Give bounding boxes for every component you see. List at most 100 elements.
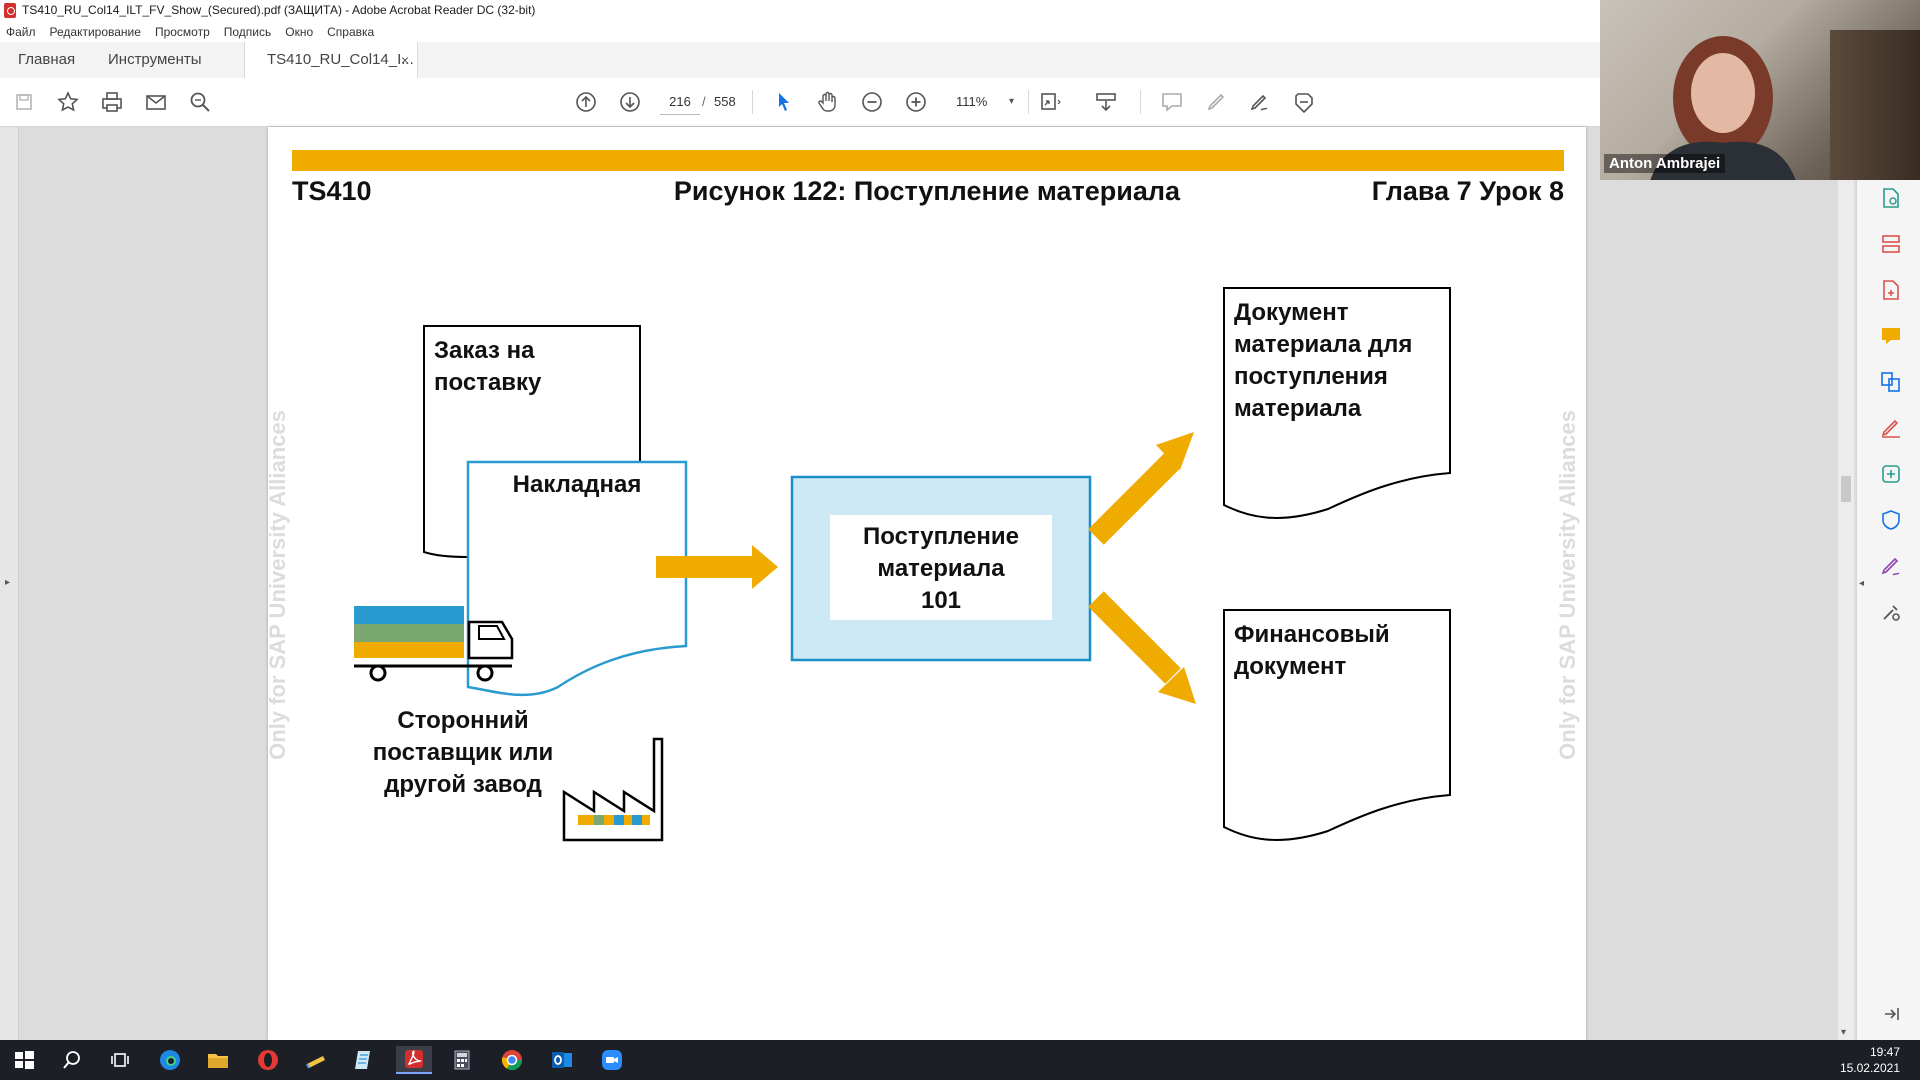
organize-pages-icon[interactable]: [1879, 232, 1903, 256]
goods-receipt-label: Поступление материала 101: [830, 521, 1052, 617]
tab-bar: Главная Инструменты TS410_RU_Col14_I... …: [0, 42, 1600, 79]
close-tab-icon[interactable]: ×: [400, 52, 409, 68]
zoom-out-icon[interactable]: [858, 88, 886, 116]
page-number-input[interactable]: 216: [660, 90, 700, 115]
comment-tool-icon[interactable]: [1879, 324, 1903, 348]
expand-panel-icon[interactable]: ▸: [5, 577, 11, 588]
acrobat-taskbar-icon[interactable]: [396, 1046, 432, 1074]
toolbar: 216 / 558 111% ▾: [0, 78, 1600, 127]
editor-app-icon[interactable]: [346, 1046, 382, 1074]
zoom-meeting-icon[interactable]: [594, 1046, 630, 1074]
print-icon[interactable]: [98, 88, 126, 116]
more-tools-icon[interactable]: [1879, 600, 1903, 624]
toolbar-divider: [1028, 90, 1029, 114]
scroll-down-icon[interactable]: ▾: [1841, 1027, 1847, 1038]
search-icon[interactable]: [186, 88, 214, 116]
material-document-label-line: материала: [1234, 395, 1362, 422]
page-total: 558: [714, 94, 736, 109]
window-title: TS410_RU_Col14_ILT_FV_Show_(Secured).pdf…: [22, 3, 536, 17]
clock-date: 15.02.2021: [1839, 1061, 1900, 1075]
clock-time: 19:47: [1869, 1045, 1900, 1059]
tab-tools[interactable]: Инструменты: [108, 51, 202, 68]
menu-view[interactable]: Просмотр: [154, 25, 210, 39]
search-taskbar-icon[interactable]: [54, 1046, 90, 1074]
sign-icon[interactable]: [1246, 88, 1274, 116]
material-document-label-line: Документ: [1234, 299, 1349, 326]
send-for-review-icon[interactable]: [1879, 462, 1903, 486]
previous-page-icon[interactable]: [572, 88, 600, 116]
goods-receipt-inner: [830, 515, 1052, 620]
protect-shield-icon[interactable]: [1879, 508, 1903, 532]
invoice-document-shape: [466, 460, 688, 697]
comment-icon[interactable]: [1158, 88, 1186, 116]
order-label-line: Заказ на: [434, 337, 535, 364]
scrollbar-thumb[interactable]: [1841, 476, 1851, 502]
arrow-down-head: [1158, 667, 1196, 704]
title-bar: TS410_RU_Col14_ILT_FV_Show_(Secured).pdf…: [0, 0, 1600, 22]
arrow-up-head: [1156, 432, 1194, 470]
financial-document-shape: [1223, 609, 1451, 841]
export-pdf-icon[interactable]: [1879, 186, 1903, 210]
menu-help[interactable]: Справка: [327, 25, 375, 39]
supplier-label-line: другой завод: [384, 771, 542, 798]
fit-page-icon[interactable]: [1036, 88, 1064, 116]
highlight-pen-icon[interactable]: [1202, 88, 1230, 116]
supplier-label: Сторонний поставщик или другой завод: [338, 705, 588, 801]
invoice-label: Накладная: [512, 471, 642, 498]
hide-panel-icon[interactable]: [1879, 1002, 1903, 1026]
participant-name: Anton Ambrajei: [1604, 154, 1726, 173]
material-document-label-line: материала для: [1234, 331, 1413, 358]
tab-document[interactable]: TS410_RU_Col14_I... ×: [244, 42, 418, 79]
calculator-icon[interactable]: [444, 1046, 480, 1074]
opera-browser-icon[interactable]: [250, 1046, 286, 1074]
pdf-page: TS410 Рисунок 122: Поступление материала…: [265, 127, 1586, 1040]
create-pdf-icon[interactable]: [1879, 278, 1903, 302]
task-view-icon[interactable]: [102, 1046, 138, 1074]
truck-icon: [354, 606, 514, 682]
redact-icon[interactable]: [1290, 88, 1318, 116]
arrow-down-shaft: [1088, 591, 1181, 684]
zoom-level-value: 111%: [956, 94, 988, 109]
fill-sign-icon[interactable]: [1879, 416, 1903, 440]
arrow-up-shaft: [1088, 452, 1181, 545]
collapse-panel-icon[interactable]: ◂: [1859, 578, 1865, 589]
menu-file[interactable]: Файл: [6, 25, 36, 39]
edge-browser-icon[interactable]: [152, 1046, 188, 1074]
hand-tool-icon[interactable]: [814, 88, 842, 116]
movement-type: 101: [920, 587, 962, 614]
webcam-video: Anton Ambrajei: [1600, 0, 1920, 180]
menu-sign[interactable]: Подпись: [223, 25, 272, 39]
email-icon[interactable]: [142, 88, 170, 116]
select-cursor-icon[interactable]: [770, 88, 798, 116]
financial-document-label-line: Финансовый: [1234, 621, 1390, 648]
save-icon[interactable]: [10, 88, 38, 116]
zoom-level-select[interactable]: 111% ▾: [946, 90, 1016, 114]
page-separator: /: [702, 94, 706, 109]
material-document-shape: [1223, 287, 1451, 519]
edit-pen-icon[interactable]: [1879, 554, 1903, 578]
vertical-scrollbar[interactable]: ▾: [1838, 180, 1854, 1040]
material-document-label: Документ материала для поступления матер…: [1234, 297, 1412, 425]
file-explorer-icon[interactable]: [200, 1046, 236, 1074]
combine-files-icon[interactable]: [1879, 370, 1903, 394]
supplier-label-line: поставщик или: [372, 739, 554, 766]
goods-receipt-label-line: материала: [877, 555, 1005, 582]
star-icon[interactable]: [54, 88, 82, 116]
menu-window[interactable]: Окно: [285, 25, 314, 39]
menu-edit[interactable]: Редактирование: [49, 25, 141, 39]
order-label: Заказ на поставку: [434, 335, 541, 399]
participant-video: [1650, 36, 1796, 180]
zoom-in-icon[interactable]: [902, 88, 930, 116]
outlook-icon[interactable]: [544, 1046, 580, 1074]
start-windows-icon[interactable]: [6, 1046, 42, 1074]
chrome-browser-icon[interactable]: [494, 1046, 530, 1074]
next-page-icon[interactable]: [616, 88, 644, 116]
left-panel-toggle[interactable]: ▸: [0, 127, 19, 1040]
goods-receipt-label-line: Поступление: [862, 523, 1019, 550]
notes-app-icon[interactable]: [298, 1046, 334, 1074]
slide-title: Рисунок 122: Поступление материала: [673, 176, 1181, 206]
system-clock[interactable]: 19:47 15.02.2021: [1840, 1044, 1900, 1076]
tab-home[interactable]: Главная: [18, 51, 76, 68]
diagram-graphics: [354, 287, 1451, 842]
scroll-mode-icon[interactable]: [1092, 88, 1120, 116]
